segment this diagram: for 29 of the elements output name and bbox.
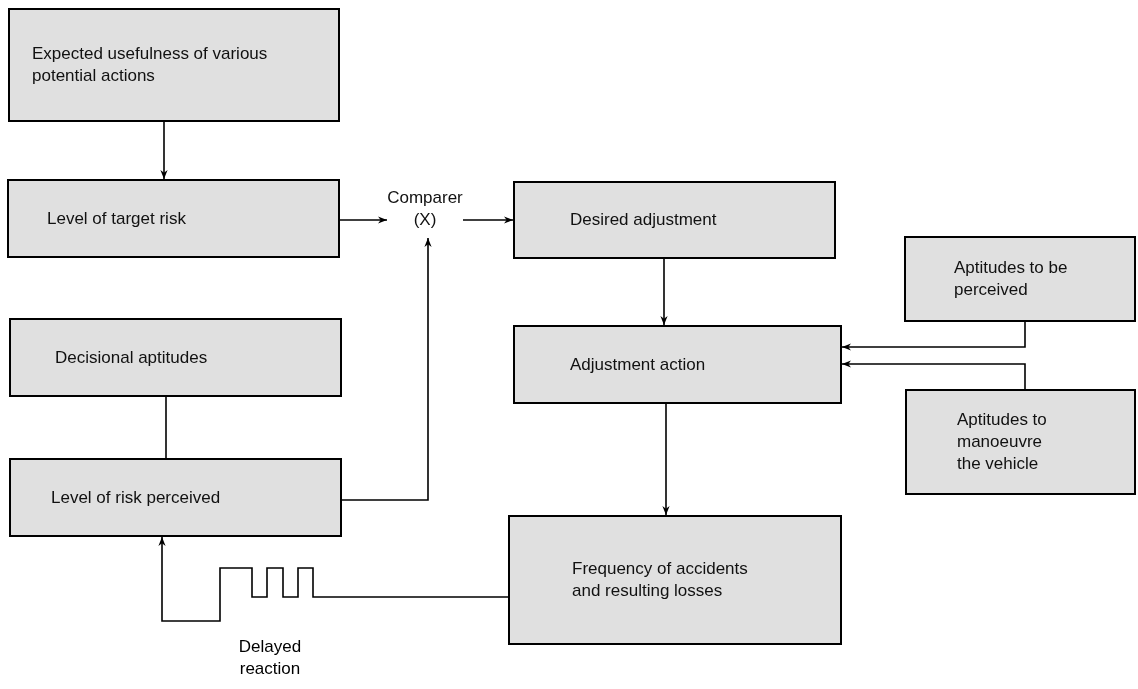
arrow: [841, 360, 1026, 390]
box-label: Frequency of accidents and resulting losses: [572, 558, 749, 602]
process-box: [508, 515, 842, 645]
arrow: [662, 403, 670, 516]
process-box: [513, 181, 836, 259]
box-label: Expected usefulness of various potential actions: [32, 43, 269, 87]
connector-line: [165, 396, 167, 459]
box-label: Adjustment action: [570, 353, 706, 376]
box-label: Aptitudes to manoeuvre the vehicle: [957, 409, 1048, 475]
box-label: Aptitudes to be perceived: [954, 257, 1069, 301]
process-box: [513, 325, 842, 404]
arrow: [160, 121, 168, 180]
arrow: [341, 237, 432, 501]
process-box: [9, 458, 342, 537]
process-box: [9, 318, 342, 397]
arrow: [841, 321, 1026, 351]
process-box: [905, 389, 1136, 495]
box-label: Level of risk perceived: [51, 486, 221, 509]
arrow: [339, 216, 388, 224]
arrow: [158, 536, 509, 622]
box-label: Level of target risk: [47, 207, 186, 230]
arrow: [462, 216, 514, 224]
comparer-label: Comparer (X): [387, 187, 463, 231]
process-box: [7, 179, 340, 258]
process-box: [904, 236, 1136, 322]
process-box: [8, 8, 340, 122]
box-label: Desired adjustment: [570, 209, 717, 231]
arrow: [660, 258, 668, 326]
box-label: Decisional aptitudes: [55, 346, 208, 369]
